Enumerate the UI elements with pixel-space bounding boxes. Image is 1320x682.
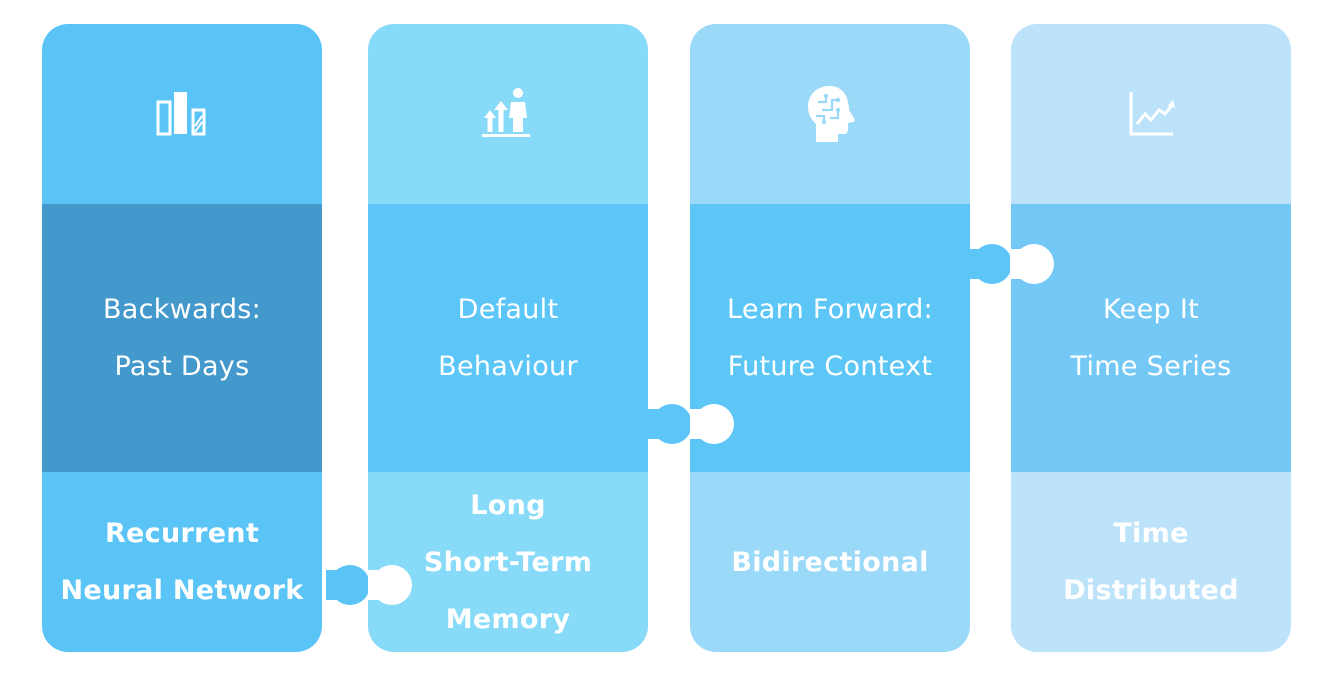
column-bidirectional-icon-panel <box>690 24 970 204</box>
column-time-distributed-mid-text: Keep It Time Series <box>1070 294 1232 382</box>
column-lstm-description: Default Behaviour <box>368 204 648 472</box>
column-rnn-title: Recurrent Neural Network <box>60 518 304 606</box>
column-time-distributed-icon-panel <box>1011 24 1291 204</box>
column-bidirectional-title: Bidirectional <box>731 546 929 578</box>
puzzle-connector-1 <box>326 565 412 605</box>
column-lstm: Default Behaviour Long Short-Term Memory <box>368 24 648 652</box>
column-rnn-title-panel: Recurrent Neural Network <box>42 472 322 652</box>
column-rnn-icon-panel <box>42 24 322 204</box>
line-chart-icon <box>1129 92 1175 136</box>
column-bidirectional-description: Learn Forward: Future Context <box>690 204 970 472</box>
column-time-distributed-title: Time Distributed <box>1063 518 1239 606</box>
column-bidirectional-mid-text: Learn Forward: Future Context <box>727 294 933 382</box>
column-time-distributed: Keep It Time Series Time Distributed <box>1011 24 1291 652</box>
column-rnn-description: Backwards: Past Days <box>42 204 322 472</box>
column-lstm-title: Long Short-Term Memory <box>423 489 593 635</box>
column-lstm-icon-panel <box>368 24 648 204</box>
column-bidirectional: Learn Forward: Future Context Bidirectio… <box>690 24 970 652</box>
column-rnn: Backwards: Past Days Recurrent Neural Ne… <box>42 24 322 652</box>
column-time-distributed-title-panel: Time Distributed <box>1011 472 1291 652</box>
growth-person-icon <box>482 88 530 137</box>
puzzle-connector-3 <box>968 244 1054 284</box>
column-lstm-title-panel: Long Short-Term Memory <box>368 472 648 652</box>
puzzle-connector-2 <box>648 404 734 444</box>
bar-chart-icon <box>156 92 206 136</box>
column-time-distributed-description: Keep It Time Series <box>1011 204 1291 472</box>
column-rnn-mid-text: Backwards: Past Days <box>102 294 262 382</box>
column-lstm-mid-text: Default Behaviour <box>438 294 578 382</box>
brain-head-icon <box>808 86 855 142</box>
column-bidirectional-title-panel: Bidirectional <box>690 472 970 652</box>
